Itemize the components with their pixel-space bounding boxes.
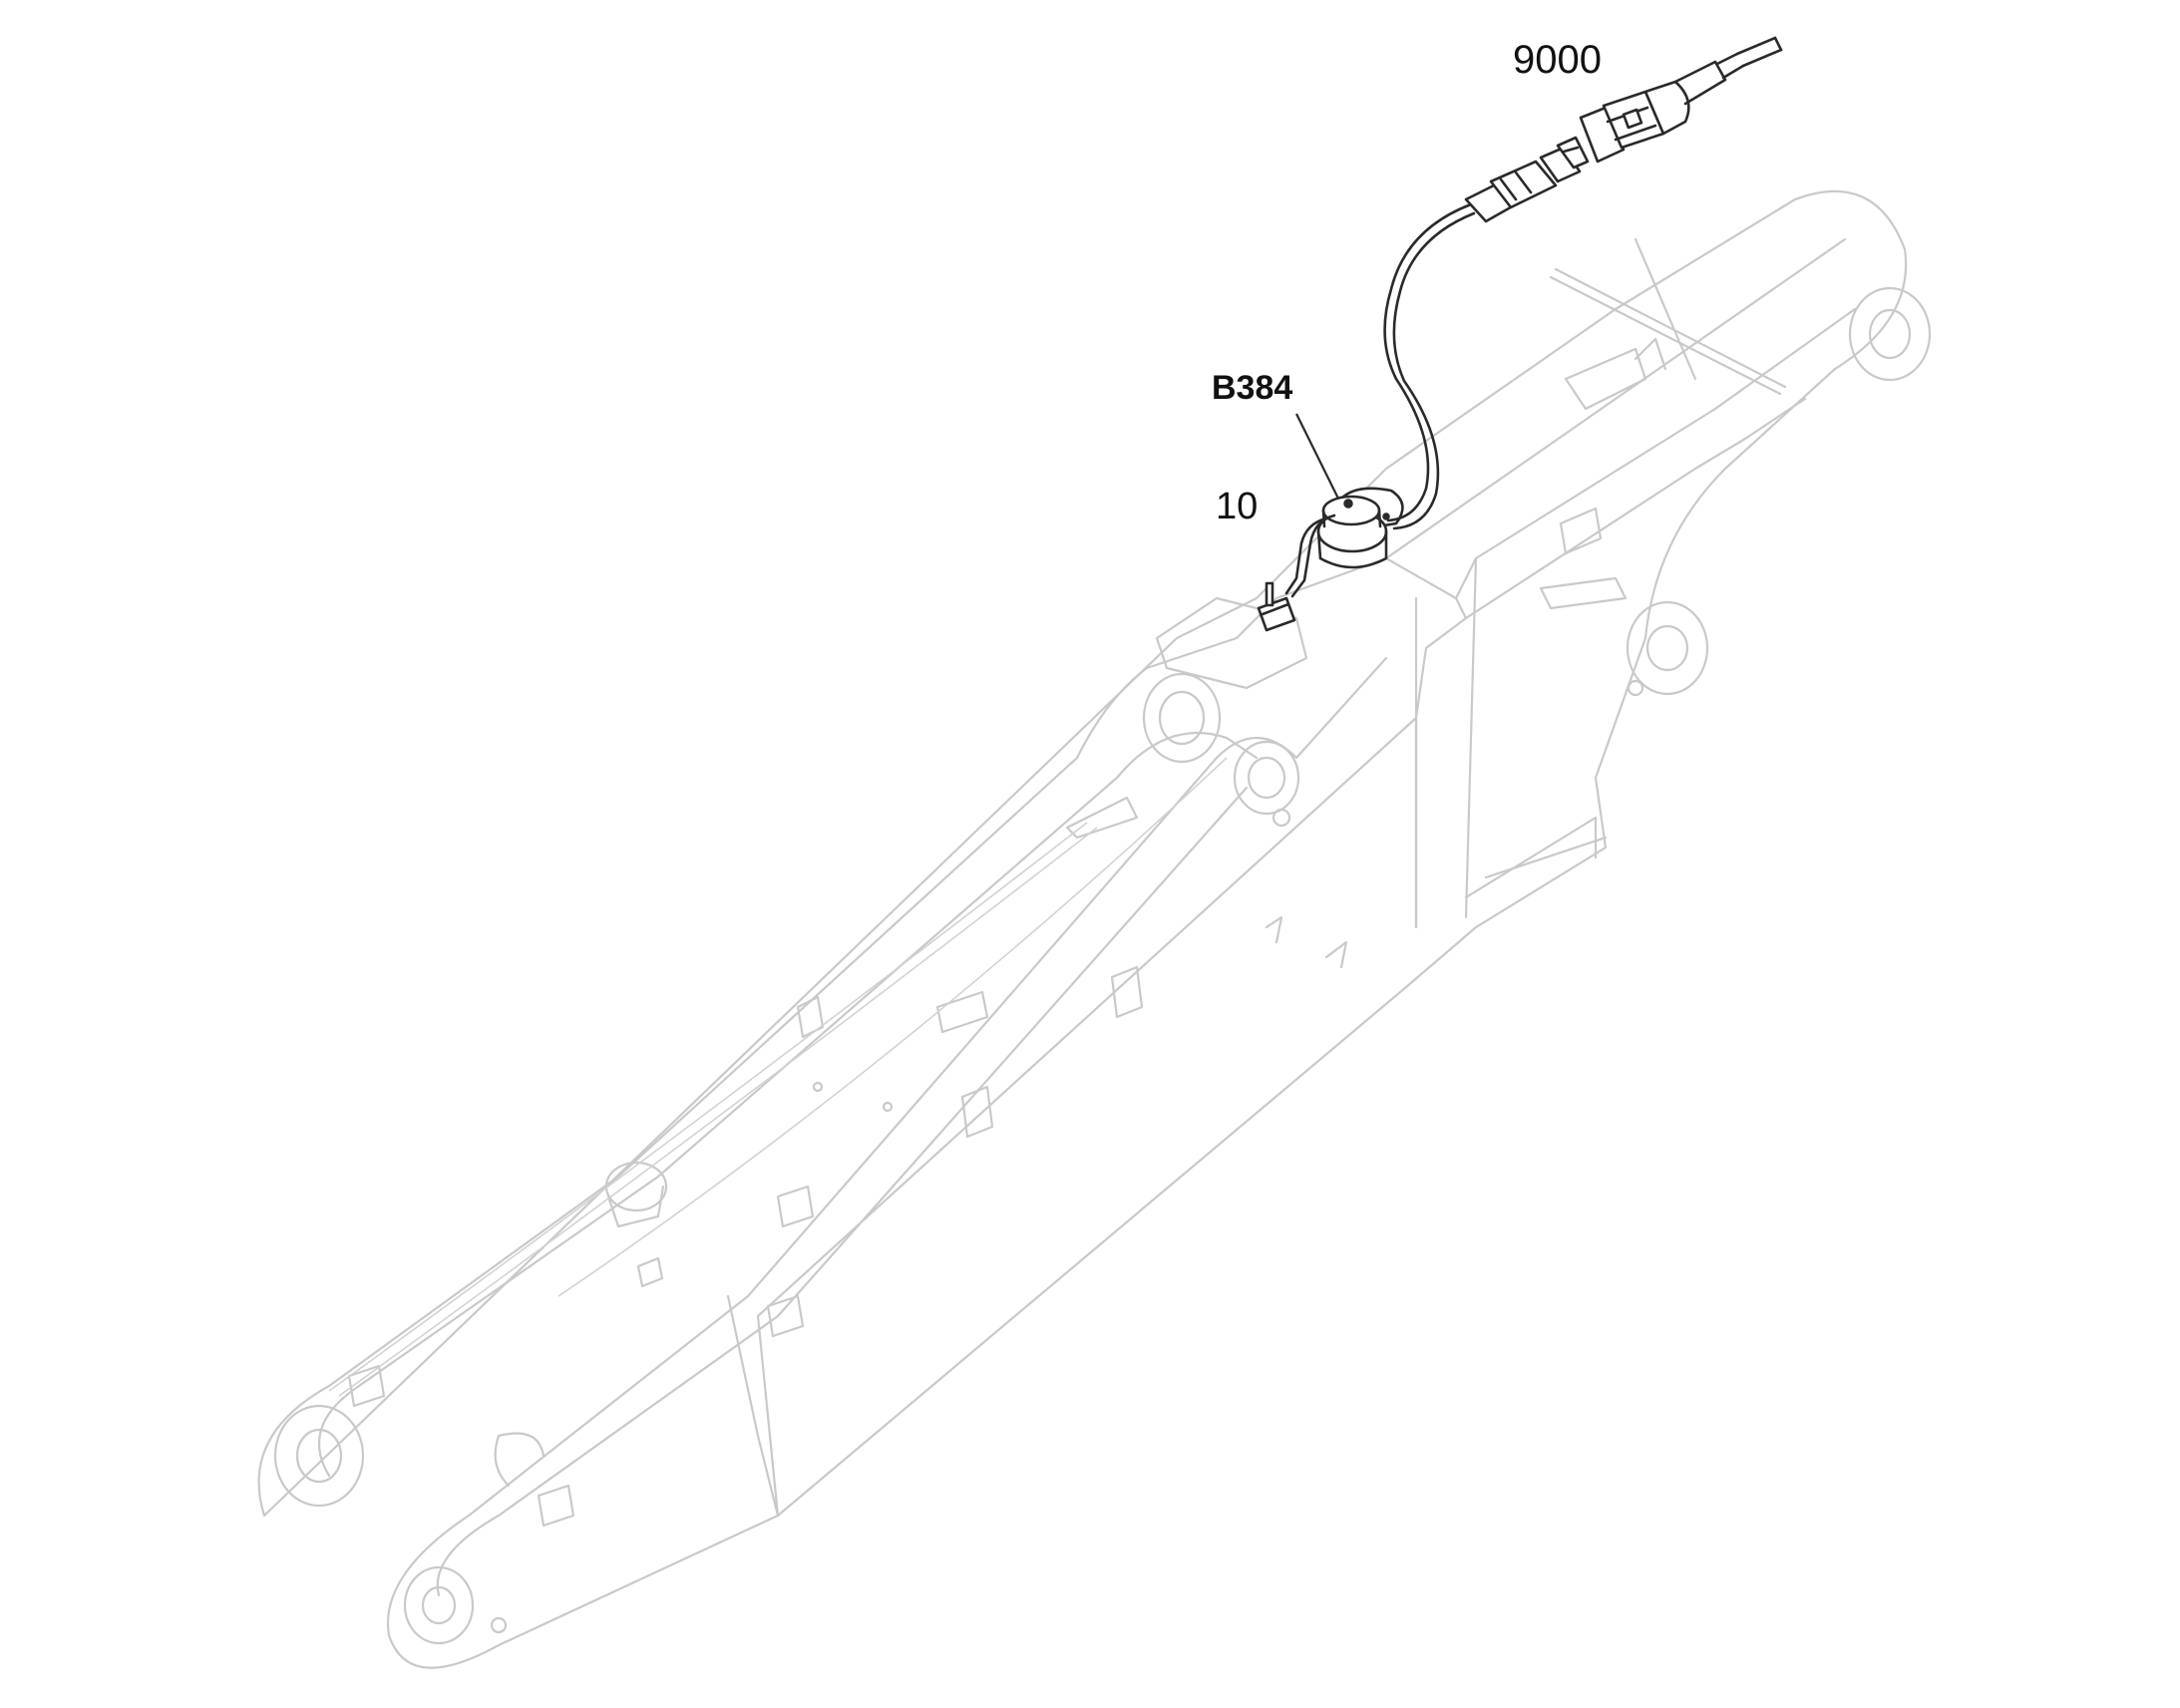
leader-line-b384 [1295,413,1339,500]
angle-sensor [1257,487,1404,632]
sensor-cable [1383,202,1476,530]
connector-plug-female [1579,36,1783,164]
connector-plug-male [1464,136,1590,223]
callout-sensor-b384: B384 [1212,369,1293,407]
boom-arm [257,189,1932,1669]
callout-connector-9000: 9000 [1513,38,1602,82]
callout-part-10: 10 [1216,486,1259,527]
